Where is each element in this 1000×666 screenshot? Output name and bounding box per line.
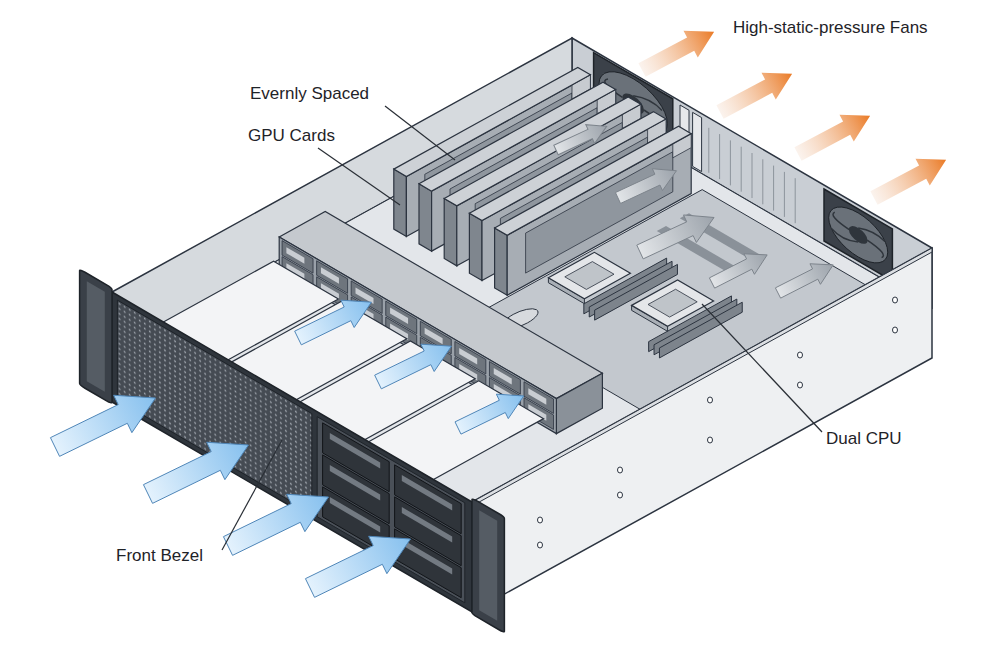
intake-airflow-arrow	[46, 379, 420, 606]
side-wall	[472, 248, 932, 612]
callout-label: High-static-pressure Fans	[733, 18, 928, 38]
exhaust-airflow-arrow	[635, 18, 953, 211]
leader-line	[222, 106, 822, 550]
callout-label: GPU Cards	[248, 126, 335, 146]
cpu-socket	[632, 280, 714, 331]
callout-label: Evernly Spaced	[250, 84, 369, 104]
callout-label: Dual CPU	[826, 429, 902, 449]
internal-airflow-arrow	[552, 117, 839, 303]
front-bezel	[80, 269, 505, 633]
callout-label: Front Bezel	[116, 546, 203, 566]
mounting-hole	[538, 297, 898, 548]
cpu-socket	[548, 252, 630, 303]
